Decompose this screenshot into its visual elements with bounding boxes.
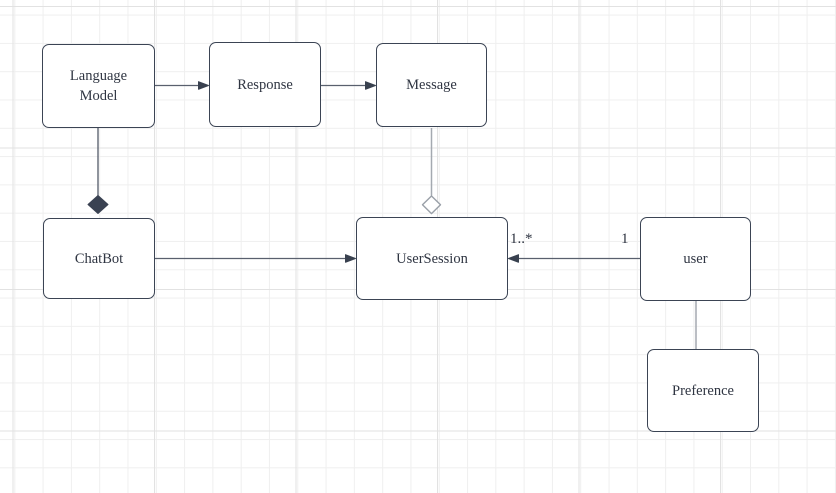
edge-language-model-to-response[interactable] bbox=[155, 81, 209, 90]
node-chatbot-label: ChatBot bbox=[74, 250, 124, 267]
node-user-label: user bbox=[683, 251, 708, 267]
edge-response-to-message[interactable] bbox=[321, 81, 376, 90]
arrow-right-icon bbox=[365, 81, 376, 90]
multiplicity-label-usersession-end: 1..* bbox=[510, 231, 533, 247]
composition-diamond-icon bbox=[87, 195, 109, 214]
arrow-left-icon bbox=[508, 254, 519, 263]
node-language-model-label: Language Model bbox=[69, 68, 128, 104]
node-usersession-label: UserSession bbox=[396, 250, 468, 267]
aggregation-diamond-icon bbox=[421, 195, 442, 215]
node-chatbot[interactable]: ChatBot bbox=[43, 218, 155, 299]
node-usersession[interactable]: UserSession bbox=[356, 217, 508, 300]
node-response-label: Response bbox=[237, 76, 293, 93]
edge-language-model-to-chatbot-composition[interactable] bbox=[87, 128, 109, 214]
node-preference-label: Preference bbox=[672, 382, 734, 399]
edge-user-to-usersession[interactable] bbox=[508, 254, 641, 263]
arrow-right-icon bbox=[345, 254, 356, 263]
node-preference[interactable]: Preference bbox=[647, 349, 759, 432]
arrow-right-icon bbox=[198, 81, 209, 90]
multiplicity-label-user-end: 1 bbox=[621, 231, 629, 247]
edge-chatbot-to-usersession[interactable] bbox=[155, 254, 356, 263]
node-message[interactable]: Message bbox=[376, 43, 487, 127]
node-language-model[interactable]: Language Model bbox=[42, 44, 155, 128]
node-response[interactable]: Response bbox=[209, 42, 321, 127]
node-user[interactable]: user bbox=[640, 217, 751, 301]
edge-message-to-usersession-aggregation[interactable] bbox=[421, 128, 442, 215]
node-message-label: Message bbox=[406, 77, 457, 93]
